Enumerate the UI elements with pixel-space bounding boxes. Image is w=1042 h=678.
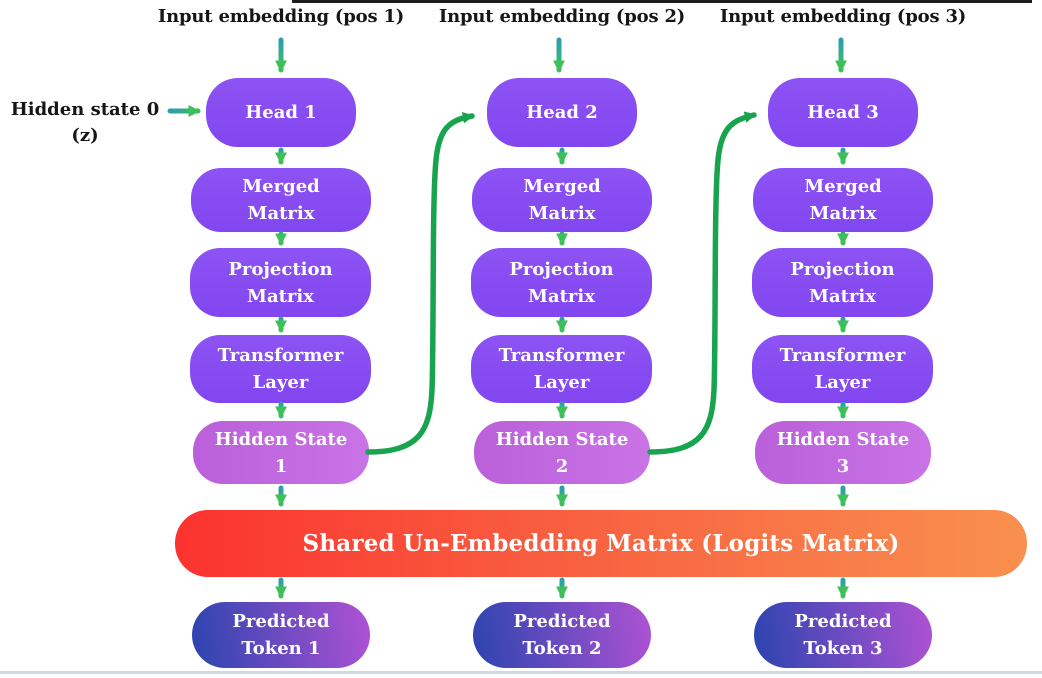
shared-unembedding-label: Shared Un-Embedding Matrix (Logits Matri… bbox=[302, 530, 900, 557]
projection-matrix-2-line1: Projection bbox=[509, 258, 614, 280]
bottom-border-line bbox=[0, 671, 1042, 674]
hidden-state-2-line1: Hidden State bbox=[495, 428, 629, 450]
hidden-state-2-line2: 2 bbox=[555, 455, 569, 477]
projection-matrix-2-box: Projection Matrix bbox=[471, 248, 652, 317]
transformer-layer-3-line2: Layer bbox=[814, 372, 871, 393]
head-3-box: Head 3 bbox=[768, 78, 918, 147]
transformer-layer-2-box: Transformer Layer bbox=[471, 335, 652, 403]
input-embedding-label-2: Input embedding (pos 2) bbox=[438, 6, 686, 27]
transformer-layer-2-line2: Layer bbox=[533, 372, 590, 393]
transformer-layer-3-line1: Transformer bbox=[779, 345, 906, 366]
merged-matrix-3-line1: Merged bbox=[804, 176, 882, 197]
predicted-token-3-line1: Predicted bbox=[794, 611, 892, 632]
shared-unembedding-bar: Shared Un-Embedding Matrix (Logits Matri… bbox=[175, 510, 1027, 577]
transformer-layer-3-box: Transformer Layer bbox=[752, 335, 933, 403]
input-embedding-label-3: Input embedding (pos 3) bbox=[719, 6, 967, 27]
predicted-token-2-box: Predicted Token 2 bbox=[473, 602, 651, 668]
head-1-box: Head 1 bbox=[206, 78, 356, 147]
merged-matrix-3-box: Merged Matrix bbox=[753, 168, 933, 232]
hidden-state-1-line1: Hidden State bbox=[214, 428, 348, 450]
head-3-label: Head 3 bbox=[807, 102, 879, 123]
merged-matrix-1-line2: Matrix bbox=[247, 203, 315, 224]
hidden-state-0-line2: (z) bbox=[71, 125, 99, 146]
head-2-label: Head 2 bbox=[526, 102, 598, 123]
projection-matrix-1-line1: Projection bbox=[228, 258, 333, 280]
predicted-token-3-box: Predicted Token 3 bbox=[754, 602, 932, 668]
head-2-box: Head 2 bbox=[487, 78, 637, 147]
merged-matrix-2-line2: Matrix bbox=[528, 203, 596, 224]
predicted-token-3-line2: Token 3 bbox=[803, 638, 883, 659]
transformer-layer-1-line2: Layer bbox=[252, 372, 309, 393]
merged-matrix-2-line1: Merged bbox=[523, 176, 601, 197]
hidden-state-0-line1: Hidden state 0 bbox=[10, 99, 160, 120]
predicted-token-1-line2: Token 1 bbox=[241, 638, 321, 659]
head-1-label: Head 1 bbox=[245, 102, 317, 123]
top-border-line bbox=[292, 0, 1032, 3]
transformer-layer-2-line1: Transformer bbox=[498, 345, 625, 366]
predicted-token-1-line1: Predicted bbox=[232, 611, 330, 632]
projection-matrix-1-box: Projection Matrix bbox=[190, 248, 371, 317]
projection-matrix-2-line2: Matrix bbox=[528, 285, 595, 307]
merged-matrix-1-box: Merged Matrix bbox=[191, 168, 371, 232]
transformer-layer-1-box: Transformer Layer bbox=[190, 335, 371, 403]
hidden-state-0-label: Hidden state 0 (z) bbox=[0, 97, 170, 149]
transformer-layer-1-line1: Transformer bbox=[217, 345, 344, 366]
hidden-state-3-line2: 3 bbox=[836, 455, 850, 477]
hidden-state-1-box: Hidden State 1 bbox=[193, 421, 369, 484]
curve-hidden-2-to-head-3 bbox=[647, 111, 757, 455]
projection-matrix-1-line2: Matrix bbox=[247, 285, 314, 307]
predicted-token-2-line1: Predicted bbox=[513, 611, 611, 632]
hidden-state-3-box: Hidden State 3 bbox=[755, 421, 931, 484]
projection-matrix-3-box: Projection Matrix bbox=[752, 248, 933, 317]
projection-matrix-3-line1: Projection bbox=[790, 258, 895, 280]
predicted-token-1-box: Predicted Token 1 bbox=[192, 602, 370, 668]
input-embedding-label-1: Input embedding (pos 1) bbox=[157, 6, 405, 27]
merged-matrix-2-box: Merged Matrix bbox=[472, 168, 652, 232]
hidden-state-1-line2: 1 bbox=[274, 455, 288, 477]
merged-matrix-1-line1: Merged bbox=[242, 176, 320, 197]
predicted-token-2-line2: Token 2 bbox=[522, 638, 602, 659]
hidden-state-2-box: Hidden State 2 bbox=[474, 421, 650, 484]
merged-matrix-3-line2: Matrix bbox=[809, 203, 877, 224]
curve-hidden-1-to-head-2 bbox=[365, 111, 475, 455]
projection-matrix-3-line2: Matrix bbox=[809, 285, 876, 307]
hidden-state-3-line1: Hidden State bbox=[776, 428, 910, 450]
